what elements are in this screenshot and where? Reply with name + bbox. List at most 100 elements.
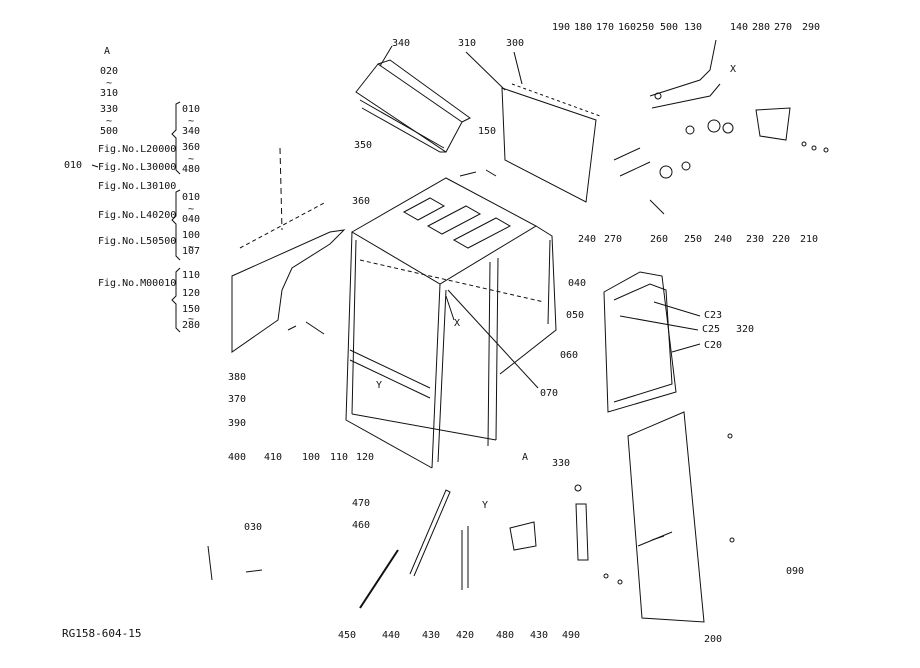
legend-range-280: 280 bbox=[182, 320, 201, 331]
legend-range-010: 010 bbox=[182, 192, 201, 203]
legend-020: 020 bbox=[100, 66, 119, 77]
legend-range-110: 110 bbox=[182, 270, 201, 281]
part-number: 240 bbox=[714, 234, 733, 245]
part-number: 160250 bbox=[618, 22, 655, 33]
part-number: 430 bbox=[422, 630, 441, 641]
part-number: 240 bbox=[578, 234, 597, 245]
legend-range-010: 010 bbox=[182, 104, 201, 115]
part-number: 420 bbox=[456, 630, 475, 641]
legend-tilde: ~ bbox=[106, 116, 113, 127]
callout-y: Y bbox=[482, 500, 489, 511]
part-number: C20 bbox=[704, 340, 723, 351]
part-number: 180 bbox=[574, 22, 593, 33]
legend-tilde: ~ bbox=[188, 204, 195, 215]
part-number: 430 bbox=[530, 630, 549, 641]
legend-330: 330 bbox=[100, 104, 119, 115]
part-number: 360 bbox=[352, 196, 371, 207]
legend-range-150: 150 bbox=[182, 304, 201, 315]
part-number: 270 bbox=[604, 234, 623, 245]
legend-fig-l20000: Fig.No.L20000 bbox=[98, 144, 177, 155]
legend-range-107: 107 bbox=[182, 246, 201, 257]
callout-x: X bbox=[730, 64, 737, 75]
legend-tilde: ~ bbox=[106, 78, 113, 89]
rear-window-part bbox=[603, 271, 701, 413]
part-number: 330 bbox=[552, 458, 571, 469]
part-number: 210 bbox=[800, 234, 819, 245]
roof-cover-part bbox=[355, 45, 471, 153]
legend-fig-l50500: Fig.No.L50500 bbox=[98, 236, 177, 247]
legend-tilde: ~ bbox=[188, 314, 195, 325]
legend-fig-l30000: Fig.No.L30000 bbox=[98, 162, 177, 173]
lower-parts-group bbox=[207, 484, 623, 609]
legend-500: 500 bbox=[100, 126, 119, 137]
part-number: 100 bbox=[302, 452, 321, 463]
part-number: 170 bbox=[596, 22, 615, 33]
legend-tilde: ~ bbox=[188, 116, 195, 127]
part-number: 500 bbox=[660, 22, 679, 33]
legend-range-480: 480 bbox=[182, 164, 201, 175]
cab-frame-part bbox=[345, 169, 557, 469]
legend-range-340: 340 bbox=[182, 126, 201, 137]
legend-tilde: ~ bbox=[188, 242, 195, 253]
callout-x: X bbox=[454, 318, 461, 329]
part-number: 300 bbox=[506, 38, 525, 49]
part-number: 230 bbox=[746, 234, 765, 245]
legend-fig-l30100: Fig.No.L30100 bbox=[98, 181, 177, 192]
legend-range-360: 360 bbox=[182, 142, 201, 153]
door-panel-part bbox=[627, 411, 735, 623]
part-number: 030 bbox=[244, 522, 263, 533]
legend-310: 310 bbox=[100, 88, 119, 99]
part-number: 190 bbox=[552, 22, 571, 33]
part-number: 340 bbox=[392, 38, 411, 49]
legend-fig-m00010: Fig.No.M00010 bbox=[98, 278, 177, 289]
part-number: 110 bbox=[330, 452, 349, 463]
legend-range-040: 040 bbox=[182, 214, 201, 225]
part-number: 310 bbox=[458, 38, 477, 49]
part-number: 320 bbox=[736, 324, 755, 335]
part-number: 400 bbox=[228, 452, 247, 463]
part-number: C25 bbox=[702, 324, 721, 335]
part-number: 480 bbox=[496, 630, 515, 641]
part-number: 440 bbox=[382, 630, 401, 641]
part-number: 060 bbox=[560, 350, 579, 361]
part-number: 140 bbox=[730, 22, 749, 33]
part-number: 350 bbox=[354, 140, 373, 151]
part-number: 220 bbox=[772, 234, 791, 245]
part-number: 040 bbox=[568, 278, 587, 289]
drawing-reference: RG158-604-15 bbox=[62, 627, 142, 640]
part-number: 380 bbox=[228, 372, 247, 383]
part-number: 270 bbox=[774, 22, 793, 33]
legend-tilde: ~ bbox=[188, 154, 195, 165]
part-number: 050 bbox=[566, 310, 585, 321]
glass-panel-part bbox=[465, 51, 601, 203]
callout-a: A bbox=[522, 452, 529, 463]
part-number: 460 bbox=[352, 520, 371, 531]
part-number: 250 bbox=[684, 234, 703, 245]
legend-range-100: 100 bbox=[182, 230, 201, 241]
part-number: 260 bbox=[650, 234, 669, 245]
callout-y: Y bbox=[376, 380, 383, 391]
part-number: 090 bbox=[786, 566, 805, 577]
part-number: 070 bbox=[540, 388, 559, 399]
part-number: 280 bbox=[752, 22, 771, 33]
part-number: 470 bbox=[352, 498, 371, 509]
part-number: C23 bbox=[704, 310, 723, 321]
part-number: 490 bbox=[562, 630, 581, 641]
part-number: 120 bbox=[356, 452, 375, 463]
part-number: 290 bbox=[802, 22, 821, 33]
legend-a: A bbox=[104, 46, 111, 57]
legend-fig-l40200: Fig.No.L40200 bbox=[98, 210, 177, 221]
part-number: 200 bbox=[704, 634, 723, 645]
part-number: 450 bbox=[338, 630, 357, 641]
leader-lines bbox=[445, 289, 539, 389]
part-number: 130 bbox=[684, 22, 703, 33]
legend-range-120: 120 bbox=[182, 288, 201, 299]
part-number: 390 bbox=[228, 418, 247, 429]
wiper-motor-assembly bbox=[613, 39, 829, 215]
part-number: 150 bbox=[478, 126, 497, 137]
part-number: 410 bbox=[264, 452, 283, 463]
legend-010: 010 bbox=[64, 160, 83, 171]
